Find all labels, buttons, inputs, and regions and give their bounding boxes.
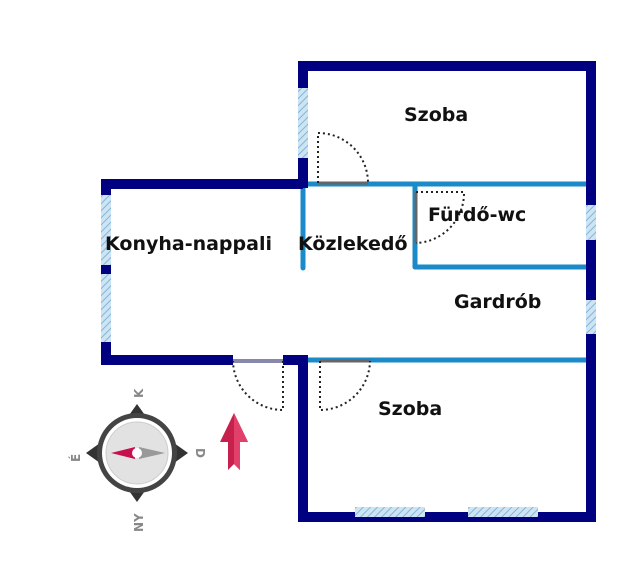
- room-label-szoba-bottom: Szoba: [378, 398, 442, 420]
- door-bathroom: [414, 191, 466, 244]
- compass-north: K: [132, 388, 146, 398]
- room-label-gardrob: Gardrób: [454, 291, 541, 313]
- room-label-kozlekedo: Közlekedő: [298, 233, 408, 255]
- outer-walls: [101, 61, 596, 522]
- entrance-arrow-icon: [220, 413, 248, 470]
- windows: [101, 88, 596, 517]
- room-label-furdo: Fürdő-wc: [428, 204, 526, 226]
- door-entrance: [232, 359, 284, 412]
- compass-east: D: [193, 448, 207, 458]
- room-label-konyha: Konyha-nappali: [105, 233, 272, 255]
- door-bottom-room: [319, 359, 371, 412]
- room-label-szoba-top: Szoba: [404, 104, 468, 126]
- compass-icon: K D NY É: [68, 388, 207, 532]
- doors: [232, 131, 466, 412]
- compass-south: NY: [132, 513, 146, 532]
- compass-west: É: [68, 454, 83, 462]
- door-top-room: [317, 131, 369, 185]
